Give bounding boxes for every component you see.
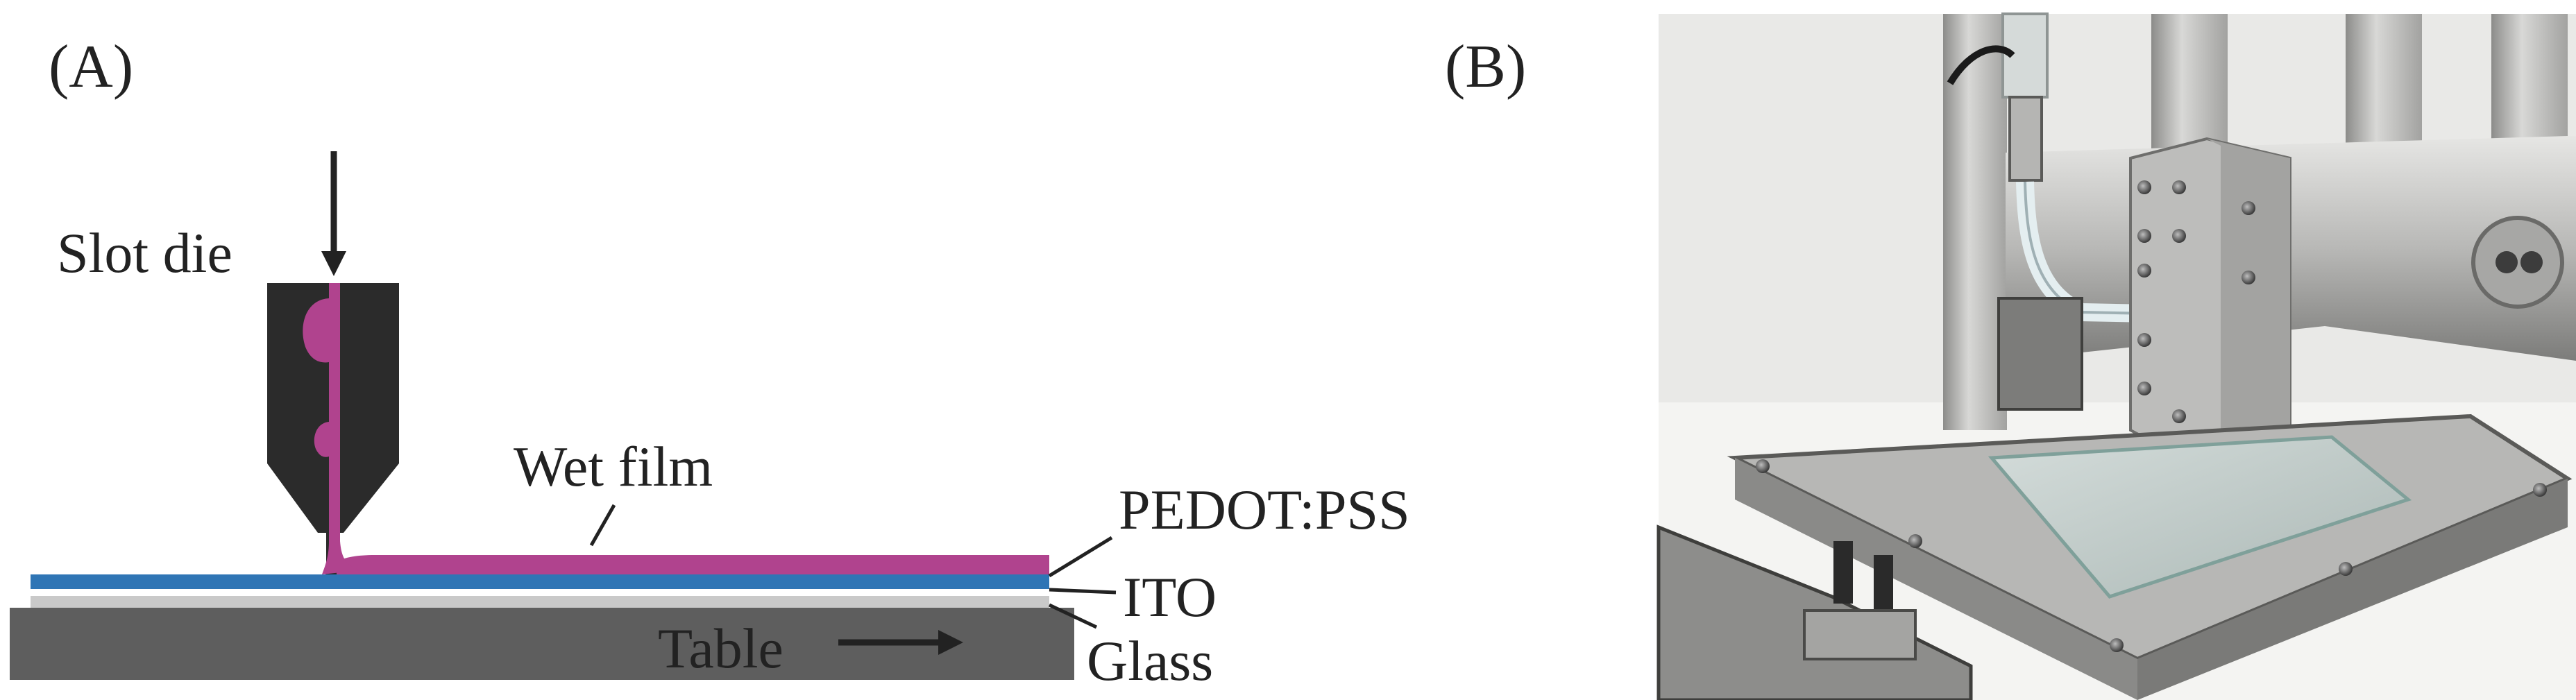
fitting: [2008, 96, 2043, 182]
cable: [1947, 45, 2015, 85]
pedot-label: PEDOT:PSS: [1119, 478, 1410, 541]
die-bolts: [2137, 180, 2255, 423]
glass-leader: [1048, 603, 1098, 629]
pedot-leader: [1048, 536, 1113, 578]
glass-substrate-photo: [1988, 435, 2412, 599]
coater-photo: [1656, 12, 2576, 700]
panel-a: (A) Slot die Wet film PEDOT:PSS ITO Glas…: [10, 33, 1410, 692]
panel-a-label: (A): [49, 33, 133, 101]
ito-leader: [1049, 588, 1117, 595]
panel-b-label: (B): [1445, 33, 1526, 101]
wet-film-layer: [325, 555, 1049, 574]
slot-die-label: Slot die: [57, 221, 232, 284]
panel-b: (B): [1445, 12, 2576, 700]
glass-label: Glass: [1087, 629, 1213, 692]
manifold-cavity-upper: [303, 298, 329, 363]
glass-layer: [31, 596, 1049, 608]
wet-film-leader: [589, 504, 616, 547]
ito-label: ITO: [1123, 565, 1217, 629]
ink-channel: [322, 283, 361, 574]
wet-film-label: Wet film: [514, 435, 713, 498]
manifold-cavity-lower: [314, 422, 329, 457]
spring-clamp-1: [1833, 541, 1853, 604]
ito-layer: [31, 574, 1049, 589]
carriage-block: [1997, 297, 2083, 411]
table-label: Table: [658, 617, 783, 680]
spring-clamp-2: [1874, 555, 1893, 617]
